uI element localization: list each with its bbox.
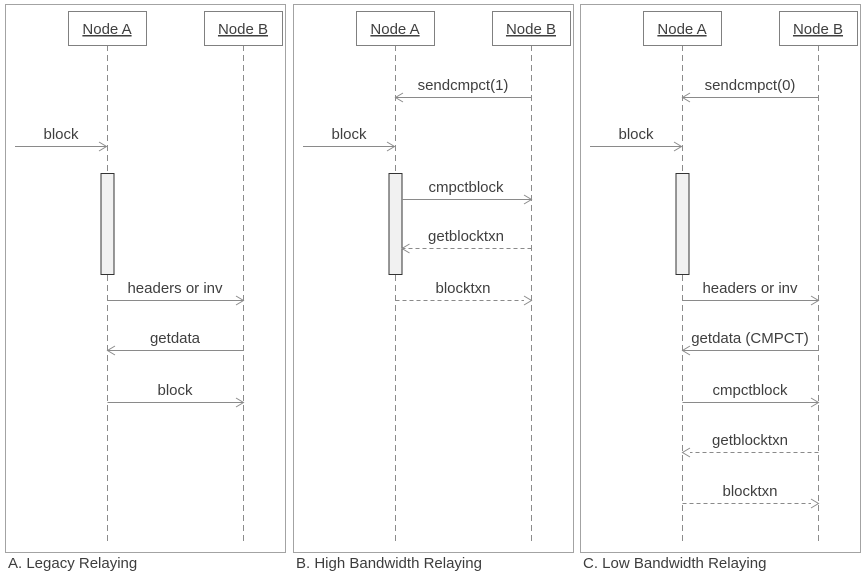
- node-b-label: Node B: [218, 21, 268, 38]
- arrowhead-right-icon: [523, 194, 533, 205]
- arrowhead-right-icon: [386, 141, 396, 152]
- message-label: getdata (CMPCT): [691, 330, 809, 347]
- arrowhead-right-icon: [810, 295, 820, 306]
- arrowhead-left-icon: [681, 92, 691, 103]
- arrowhead-left-icon: [681, 447, 691, 458]
- message-label: headers or inv: [127, 280, 223, 297]
- message-label: sendcmpct(0): [705, 77, 796, 94]
- node-a-box: [68, 11, 147, 46]
- message-label: blocktxn: [722, 483, 777, 500]
- message-label: cmpctblock: [428, 179, 504, 196]
- node-b-box: [779, 11, 858, 46]
- caption-panel-a: A. Legacy Relaying: [8, 555, 138, 572]
- sequence-diagram-legacy: Node A Node B block headers or inv getda…: [15, 11, 283, 541]
- sequence-diagram-low-bandwidth: Node A Node B sendcmpct(0) block headers…: [590, 11, 858, 541]
- node-b-box: [204, 11, 283, 46]
- message-label: getdata: [150, 330, 201, 347]
- sequence-diagram-high-bandwidth: Node A Node B sendcmpct(1) block cmpctbl…: [303, 11, 571, 541]
- node-a-box: [643, 11, 722, 46]
- message-label: sendcmpct(1): [418, 77, 509, 94]
- caption-panel-b: B. High Bandwidth Relaying: [296, 555, 482, 572]
- node-b-box: [492, 11, 571, 46]
- arrowhead-right-icon: [810, 498, 820, 509]
- arrowhead-right-icon: [523, 295, 533, 306]
- activation-bar: [675, 173, 690, 275]
- message-label: headers or inv: [702, 280, 798, 297]
- caption-panel-c: C. Low Bandwidth Relaying: [583, 555, 767, 572]
- message-label: block: [157, 382, 193, 399]
- message-label: getblocktxn: [712, 432, 788, 449]
- message-label: getblocktxn: [428, 228, 504, 245]
- message-label: cmpctblock: [712, 382, 788, 399]
- node-a-label: Node A: [657, 21, 706, 38]
- node-a-label: Node A: [82, 21, 131, 38]
- node-a-box: [356, 11, 435, 46]
- arrowhead-right-icon: [235, 397, 245, 408]
- activation-bar: [388, 173, 403, 275]
- node-b-label: Node B: [506, 21, 556, 38]
- incoming-block-label: block: [331, 126, 367, 143]
- panel-low-bandwidth-relaying: Node A Node B sendcmpct(0) block headers…: [580, 4, 861, 553]
- arrowhead-right-icon: [810, 397, 820, 408]
- activation-bar: [100, 173, 115, 275]
- incoming-block-label: block: [43, 126, 79, 143]
- arrowhead-right-icon: [235, 295, 245, 306]
- arrowhead-left-icon: [681, 345, 691, 356]
- node-b-label: Node B: [793, 21, 843, 38]
- panel-high-bandwidth-relaying: Node A Node B sendcmpct(1) block cmpctbl…: [293, 4, 574, 553]
- node-a-label: Node A: [370, 21, 419, 38]
- message-label: blocktxn: [435, 280, 490, 297]
- arrowhead-left-icon: [401, 243, 410, 254]
- arrowhead-right-icon: [98, 141, 108, 152]
- panel-legacy-relaying: Node A Node B block headers or inv getda…: [5, 4, 286, 553]
- arrowhead-left-icon: [394, 92, 404, 103]
- arrowhead-left-icon: [106, 345, 116, 356]
- incoming-block-label: block: [618, 126, 654, 143]
- arrowhead-right-icon: [673, 141, 683, 152]
